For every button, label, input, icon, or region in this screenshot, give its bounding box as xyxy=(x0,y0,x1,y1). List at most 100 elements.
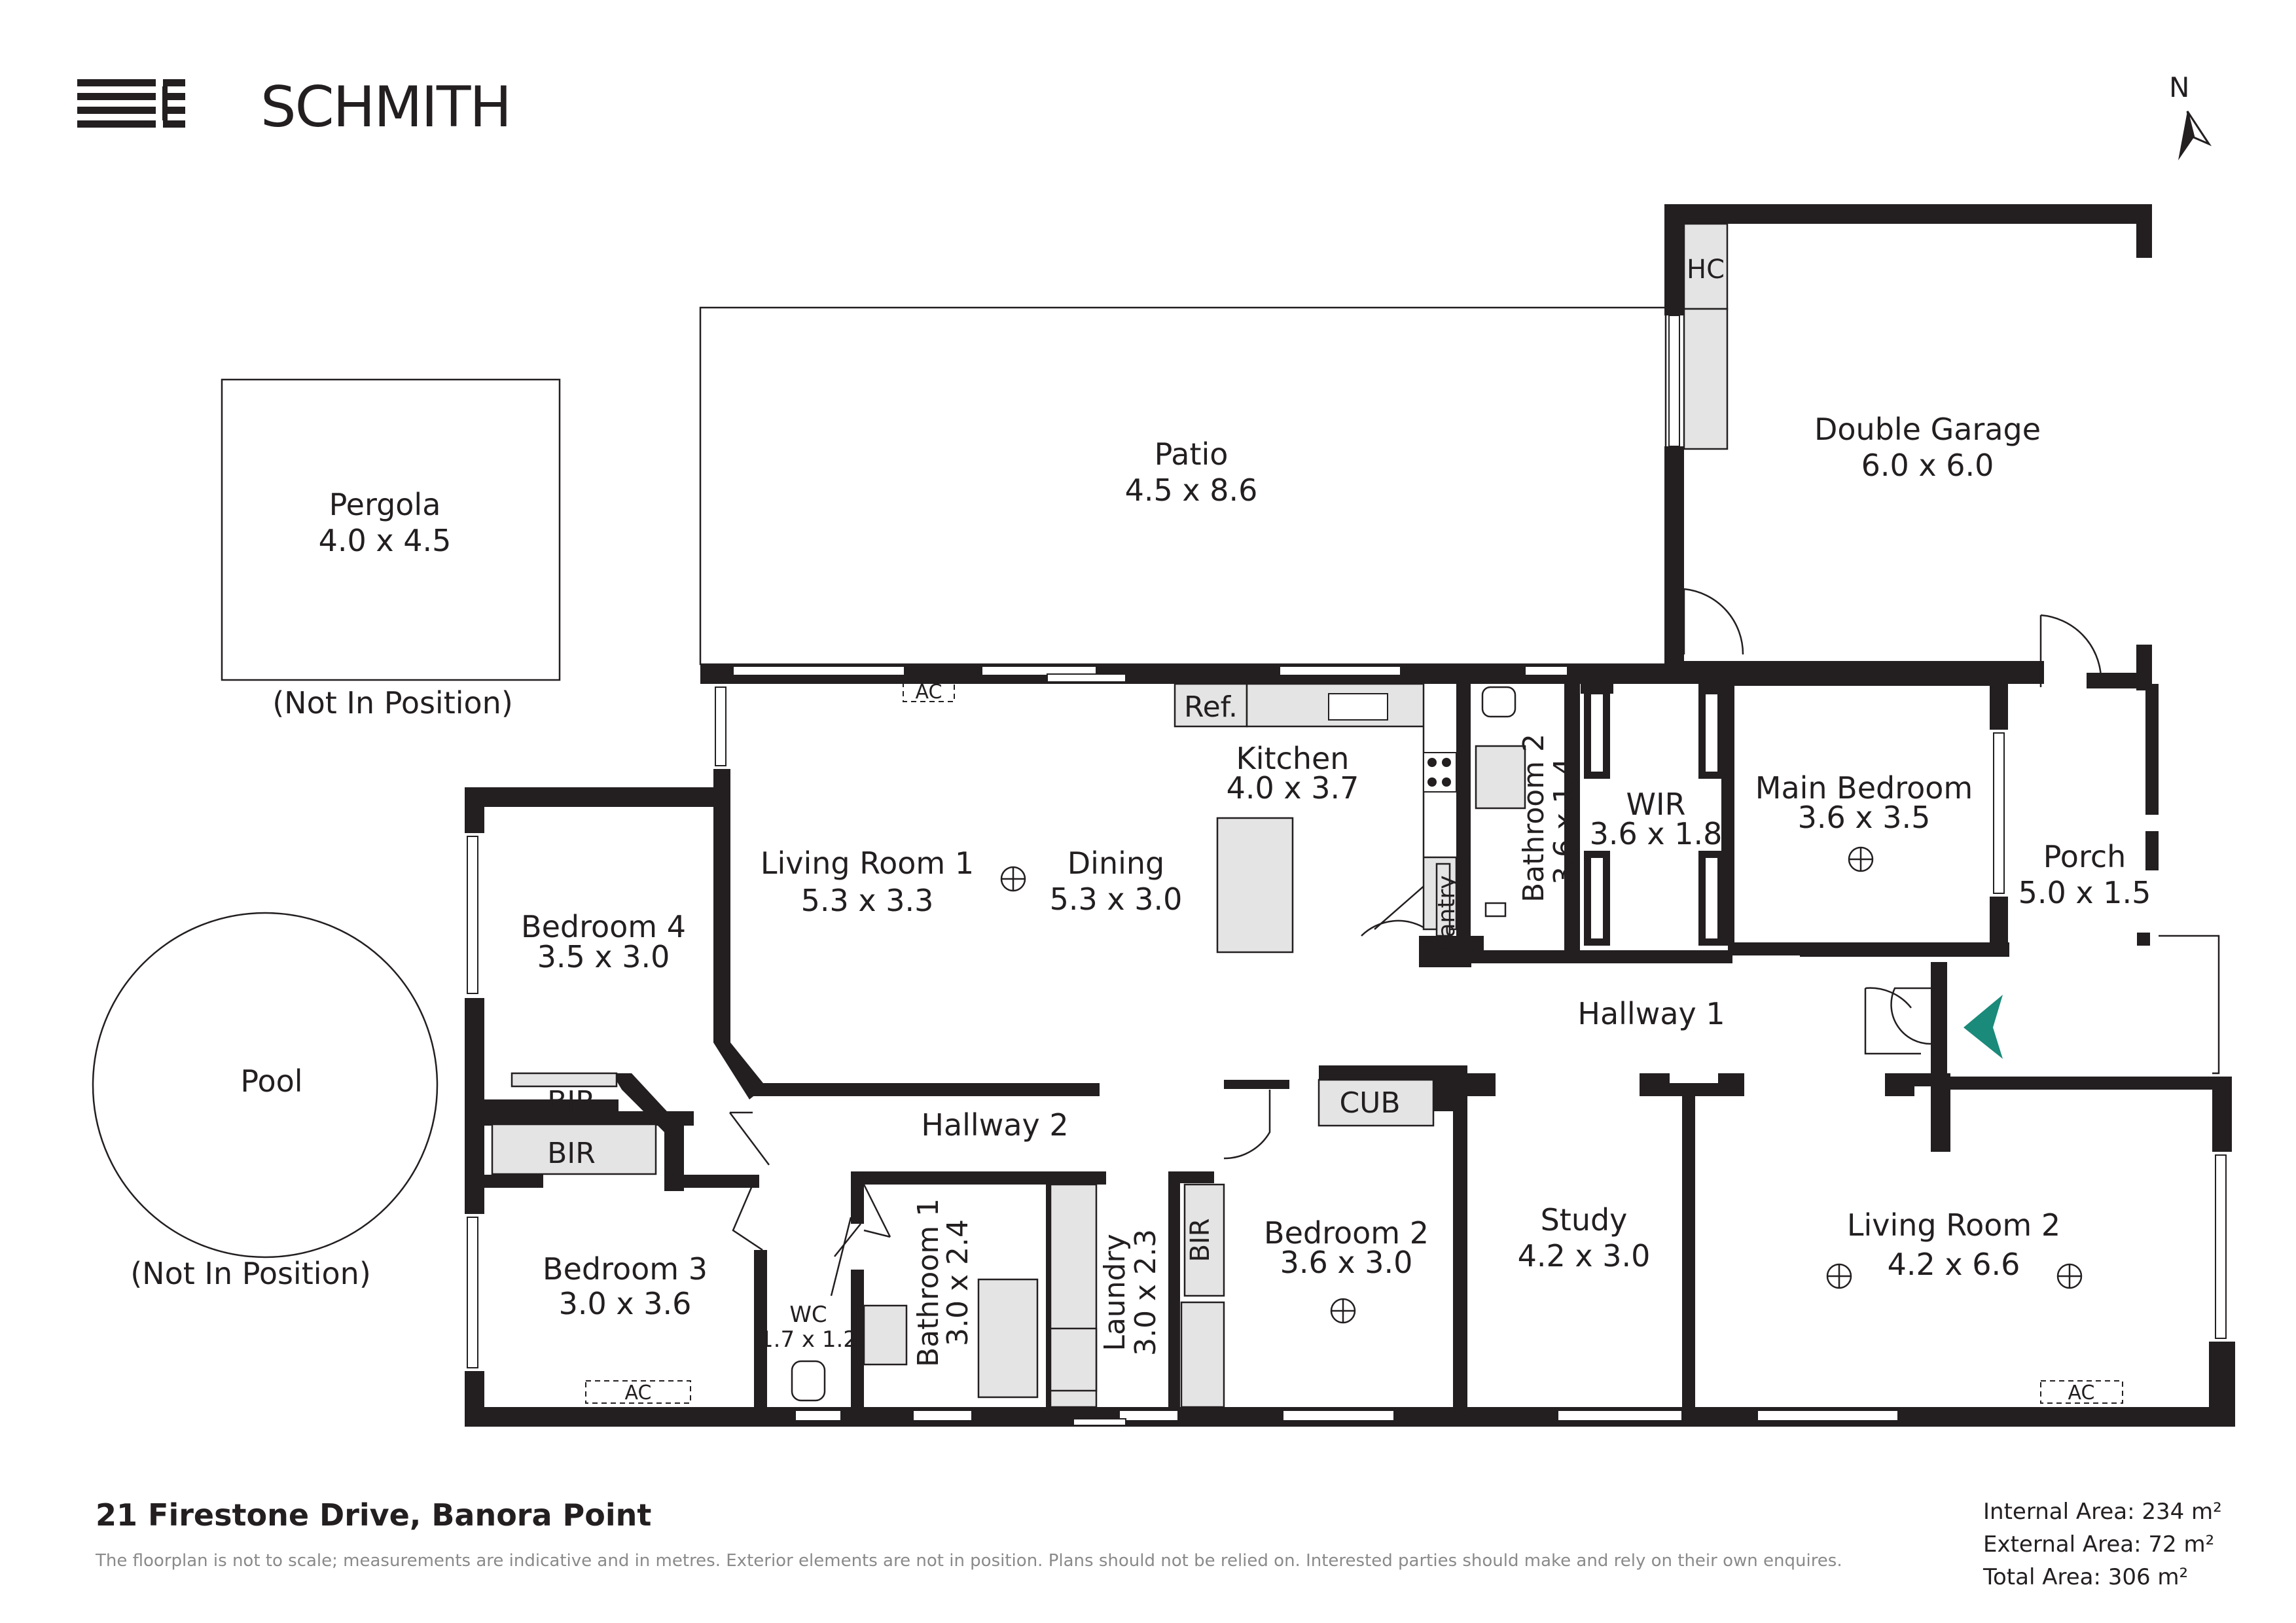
garage-door-swing-1 xyxy=(1683,588,1744,655)
wir-rail-fills xyxy=(1590,693,1719,940)
bed3-name: Bedroom 3 xyxy=(543,1251,708,1287)
laundry-tub xyxy=(1049,1327,1098,1392)
kitchen-island xyxy=(1216,817,1294,954)
pool-outline xyxy=(92,912,439,1258)
ac-label: AC xyxy=(916,681,942,704)
bed4-name: Bedroom 4 xyxy=(521,909,686,944)
laundry-storage xyxy=(1180,1301,1225,1408)
main-bedroom-name: Main Bedroom xyxy=(1755,770,1973,806)
patio-size: 4.5 x 8.6 xyxy=(1125,473,1258,508)
ac-label: AC xyxy=(2068,1382,2095,1404)
dining-size: 5.3 x 3.0 xyxy=(1050,882,1183,917)
wc-name: WC xyxy=(789,1302,827,1328)
refrigerator xyxy=(1174,683,1248,728)
bir-label: BIR xyxy=(547,1137,596,1170)
entry-arrow-icon xyxy=(1964,995,2003,1059)
pergola-name: Pergola xyxy=(329,487,441,522)
ac-unit-outdoor xyxy=(1073,1418,1126,1426)
interior-walls xyxy=(484,681,2232,1412)
pergola-size: 4.0 x 4.5 xyxy=(319,523,452,558)
ceiling-fan-icon xyxy=(1000,866,1026,892)
kitchen-size: 4.0 x 3.7 xyxy=(1227,770,1359,806)
external-area: External Area: 72 m² xyxy=(1983,1531,2215,1558)
living1-name: Living Room 1 xyxy=(761,846,974,881)
bath2-shower-tap xyxy=(1484,902,1507,918)
bath2-vanity xyxy=(1475,745,1526,810)
internal-area: Internal Area: 234 m² xyxy=(1983,1499,2222,1525)
bath1-name: Bathroom 1 xyxy=(912,1198,945,1367)
logo-wordmark: SCHMITH xyxy=(260,77,511,136)
property-address: 21 Firestone Drive, Banora Point xyxy=(96,1497,652,1533)
main-bedroom-size: 3.6 x 3.5 xyxy=(1798,800,1931,835)
bed2-name: Bedroom 2 xyxy=(1264,1215,1429,1251)
porch-post xyxy=(2137,933,2150,946)
schmith-logo: SCHMITH xyxy=(77,77,512,136)
laundry-size: 3.0 x 2.3 xyxy=(1129,1229,1162,1356)
porch-name: Porch xyxy=(2043,839,2126,874)
garage-size: 6.0 x 6.0 xyxy=(1861,448,1994,483)
porch-size: 5.0 x 1.5 xyxy=(2018,875,2151,910)
door-swings xyxy=(729,883,1921,1296)
ac-unit-living1 xyxy=(903,680,955,702)
bath1-vanity xyxy=(863,1304,908,1366)
dining-name: Dining xyxy=(1067,846,1165,881)
living2-name: Living Room 2 xyxy=(1847,1207,2060,1243)
logo-mark xyxy=(77,79,185,128)
disclaimer: The floorplan is not to scale; measureme… xyxy=(96,1551,1842,1571)
ceiling-fan-icon xyxy=(1330,1298,1356,1324)
pantry-label: Pantry xyxy=(1433,875,1460,950)
compass: N xyxy=(2169,71,2212,160)
bath1-bath xyxy=(977,1278,1039,1399)
compass-north-label: N xyxy=(2169,71,2189,103)
cub-cupboard xyxy=(1318,1079,1435,1127)
pergola-note: (Not In Position) xyxy=(272,685,513,721)
wir-size: 3.6 x 1.8 xyxy=(1590,816,1723,851)
patio-name: Patio xyxy=(1155,437,1229,472)
garage-window xyxy=(1668,315,1680,447)
hc-label: HC xyxy=(1687,255,1725,285)
study-name: Study xyxy=(1541,1202,1628,1238)
bir-label: BIR xyxy=(547,1085,596,1118)
ceiling-fan-icon xyxy=(2056,1263,2083,1289)
bed4-size: 3.5 x 3.0 xyxy=(537,939,670,974)
garage-door-swing-2 xyxy=(2039,614,2102,687)
cub-label: CUB xyxy=(1339,1086,1400,1120)
garage-storage xyxy=(1683,308,1729,450)
bath2-size: 3.6 x 1.4 xyxy=(1548,758,1581,885)
ac-unit-bed3 xyxy=(585,1380,691,1404)
cooktop xyxy=(1423,752,1457,793)
north-arrow-icon xyxy=(2178,111,2212,160)
ceiling-fan-icon xyxy=(1848,846,1874,872)
ref-label: Ref. xyxy=(1184,690,1238,724)
bir2-rail xyxy=(491,1123,657,1175)
pantry-shelf xyxy=(1435,863,1451,937)
kitchen-name: Kitchen xyxy=(1236,741,1350,776)
laundry-name: Laundry xyxy=(1098,1234,1132,1351)
ac-label: AC xyxy=(625,1382,652,1404)
kitchen-sink xyxy=(1328,693,1388,721)
bir3-laundry xyxy=(1183,1183,1225,1297)
windows xyxy=(467,666,2227,1421)
living1-size: 5.3 x 3.3 xyxy=(801,883,934,918)
hallway1-label: Hallway 1 xyxy=(1577,996,1725,1031)
hallway2-label: Hallway 2 xyxy=(921,1107,1068,1143)
ceiling-fan-icon xyxy=(1826,1263,1852,1289)
hot-water-cylinder-box xyxy=(1683,223,1729,310)
bed3-size: 3.0 x 3.6 xyxy=(559,1286,692,1321)
front-door xyxy=(1890,962,1947,1083)
garage-walls xyxy=(1664,204,2152,690)
garage-name: Double Garage xyxy=(1814,412,2041,447)
wir-name: WIR xyxy=(1626,787,1685,822)
pool-name: Pool xyxy=(240,1063,302,1099)
living2-size: 4.2 x 6.6 xyxy=(1888,1247,2020,1282)
study-size: 4.2 x 3.0 xyxy=(1518,1238,1651,1274)
bath2-toilet xyxy=(1481,686,1516,718)
bath1-size: 3.0 x 2.4 xyxy=(941,1219,975,1346)
pool-note: (Not In Position) xyxy=(130,1256,371,1291)
bir1-rail xyxy=(511,1072,618,1088)
wc-toilet xyxy=(791,1360,826,1402)
total-area: Total Area: 306 m² xyxy=(1983,1564,2189,1590)
wc-size: 1.7 x 1.2 xyxy=(759,1327,857,1353)
kitchen-bench xyxy=(1246,683,1458,931)
